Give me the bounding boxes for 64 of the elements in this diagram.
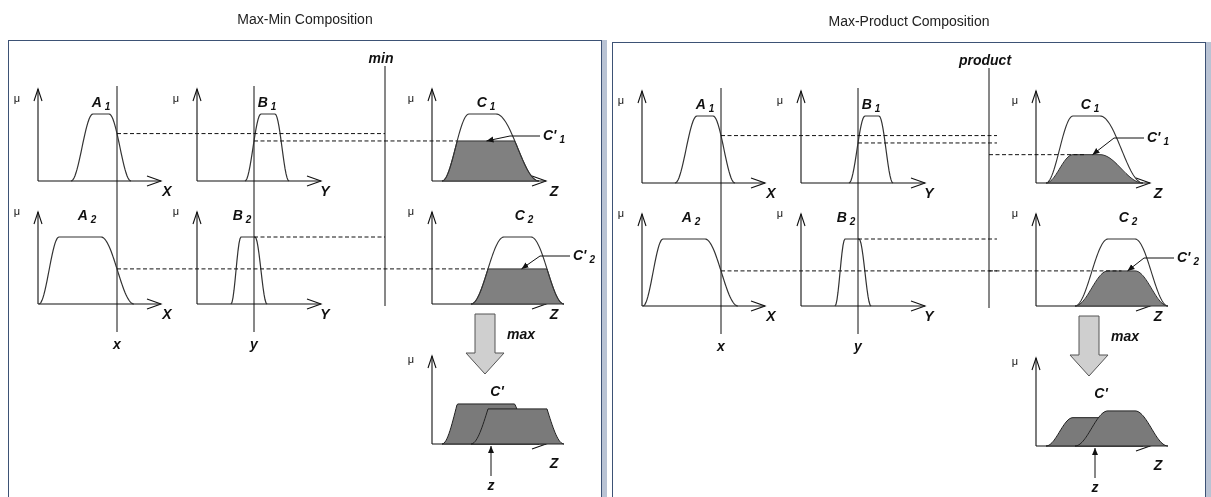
axis-label: X xyxy=(162,184,172,198)
set-label: C' xyxy=(1094,386,1108,400)
set-label: C' xyxy=(490,384,504,398)
axis-label: μ xyxy=(13,205,21,217)
input-label: y xyxy=(250,337,258,351)
axis-label: Y xyxy=(924,186,934,200)
input-label: y xyxy=(854,339,862,353)
operator-label: max xyxy=(1111,329,1139,343)
axis-label: Z xyxy=(1153,458,1163,472)
axis-label: Y xyxy=(320,307,330,321)
set-label: A$_{2}$ xyxy=(681,209,701,227)
axis-label: X xyxy=(162,307,172,321)
set-label: B$_{1}$ xyxy=(861,96,881,114)
panel-title: Max-Product Composition xyxy=(827,13,991,29)
input-label: z xyxy=(487,478,495,492)
operator-label: max xyxy=(507,327,535,341)
set-label: A$_{1}$ xyxy=(695,96,715,114)
input-label: z xyxy=(1091,480,1099,494)
set-label: C'$_{2}$ xyxy=(573,247,595,265)
set-label: B$_{2}$ xyxy=(836,209,856,227)
set-label: B$_{2}$ xyxy=(232,207,252,225)
leader-line xyxy=(1092,447,1098,479)
axis-label: μ xyxy=(407,205,415,217)
axis-label: μ xyxy=(407,353,415,365)
set-label: B$_{1}$ xyxy=(257,94,277,112)
axis-label: μ xyxy=(1011,355,1019,367)
axis-label: X xyxy=(766,186,776,200)
axis-label: μ xyxy=(172,205,180,217)
axis-label: Z xyxy=(1153,309,1163,323)
axis-label: Z xyxy=(549,184,559,198)
axis-label: Z xyxy=(549,307,559,321)
axis-label: μ xyxy=(776,94,784,106)
operator-label: min xyxy=(368,51,394,65)
axis-label: μ xyxy=(407,92,415,104)
axis-label: Y xyxy=(924,309,934,323)
set-label: C$_{2}$ xyxy=(514,207,534,225)
set-label: C$_{1}$ xyxy=(1080,96,1100,114)
set-label: A$_{2}$ xyxy=(77,207,97,225)
axis-label: Z xyxy=(1153,186,1163,200)
axis-label: μ xyxy=(1011,94,1019,106)
set-label: A$_{1}$ xyxy=(91,94,111,112)
axis-label: μ xyxy=(1011,207,1019,219)
input-label: x xyxy=(113,337,121,351)
leader-line xyxy=(486,135,541,143)
set-label: C'$_{1}$ xyxy=(543,127,565,145)
leader-line xyxy=(1127,257,1175,272)
axis-label: μ xyxy=(617,207,625,219)
axis-label: Z xyxy=(549,456,559,470)
axis-label: μ xyxy=(617,94,625,106)
leader-line xyxy=(521,255,571,270)
axis-label: X xyxy=(766,309,776,323)
set-label: C'$_{1}$ xyxy=(1147,129,1169,147)
axis-label: μ xyxy=(172,92,180,104)
leader-line xyxy=(488,445,494,477)
panel-title: Max-Min Composition xyxy=(236,11,374,27)
set-label: C$_{2}$ xyxy=(1118,209,1138,227)
input-label: x xyxy=(717,339,725,353)
axis-label: Y xyxy=(320,184,330,198)
axis-label: μ xyxy=(776,207,784,219)
leader-line xyxy=(1092,137,1145,156)
axis-label: μ xyxy=(13,92,21,104)
set-label: C'$_{2}$ xyxy=(1177,249,1199,267)
operator-label: product xyxy=(958,53,1012,67)
set-label: C$_{1}$ xyxy=(476,94,496,112)
